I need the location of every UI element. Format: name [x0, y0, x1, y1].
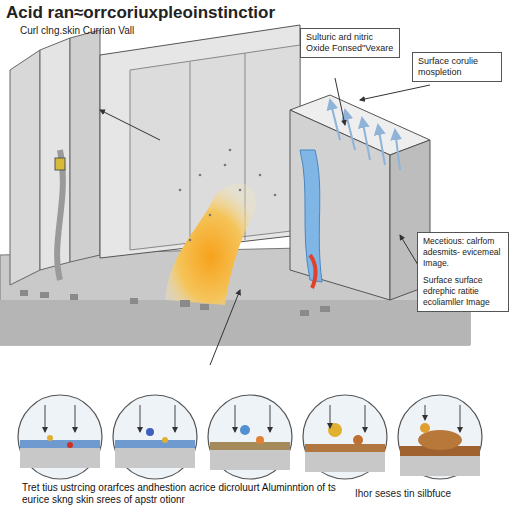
callout-box: Surface corulie mospletion	[412, 52, 502, 82]
box-heading: Mecetious: calrfom adesmits- evicemeal I…	[423, 236, 503, 269]
diagram-title: Acid ran≈orrcoriuxpleoinstinctior	[6, 3, 275, 23]
box-heading: Sulturic ard nitric Oxide Fonsed"Vexare	[306, 32, 394, 54]
diagram-caption: Tret tius ustrcing orarfces andhestion a…	[22, 482, 342, 506]
callout-box: Mecetious: calrfom adesmits- evicemeal I…	[417, 232, 509, 312]
box-body: Surface surface edrephic ratitie ecoliam…	[423, 275, 503, 308]
box-heading: Surface corulie mospletion	[418, 56, 496, 78]
callout-box: Sulturic ard nitric Oxide Fonsed"Vexare	[300, 28, 400, 58]
note-label: Ihor seses tin silbfuce	[355, 488, 505, 499]
note-label: Curl clng.skin Currian Vall	[20, 25, 220, 36]
